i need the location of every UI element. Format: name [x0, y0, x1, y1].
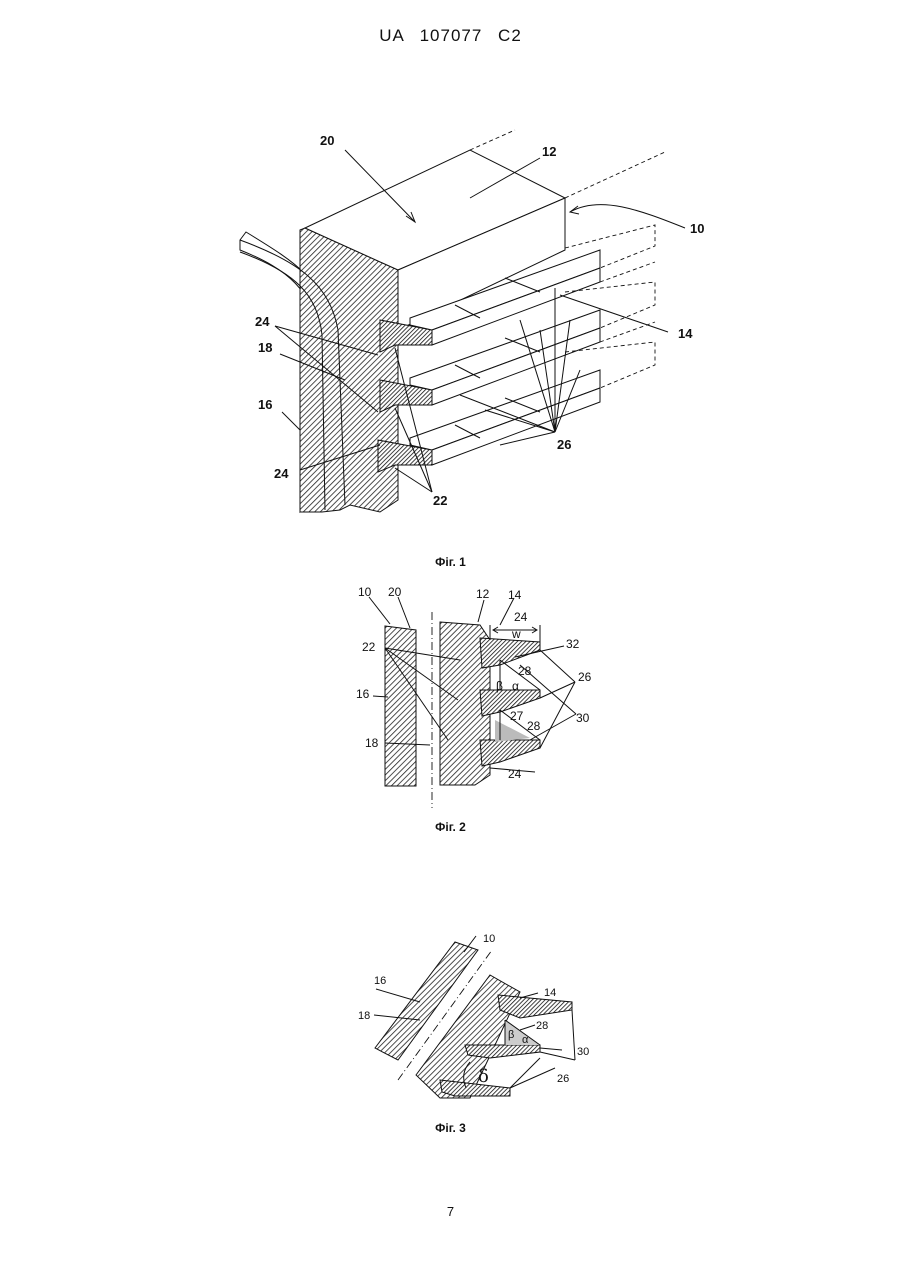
fig3-label-16: 16 [374, 975, 386, 987]
fig3-label-26: 26 [557, 1073, 569, 1085]
fig3-label-14: 14 [544, 987, 556, 999]
figure-3-drawing: 10 16 14 18 28 β α 30 δ 26 [0, 0, 901, 1120]
fig3-fin-2 [465, 1045, 540, 1058]
fig3-label-delta: δ [478, 1066, 489, 1087]
figure-3-caption: Фіг. 3 [0, 1121, 901, 1135]
fig3-label-30: 30 [577, 1046, 589, 1058]
fig3-label-18: 18 [358, 1010, 370, 1022]
page-number: 7 [0, 1204, 901, 1219]
fig3-label-beta: β [508, 1029, 514, 1041]
fig3-label-alpha: α [522, 1034, 529, 1046]
fig3-label-28: 28 [536, 1020, 548, 1032]
fig3-label-10: 10 [483, 933, 495, 945]
